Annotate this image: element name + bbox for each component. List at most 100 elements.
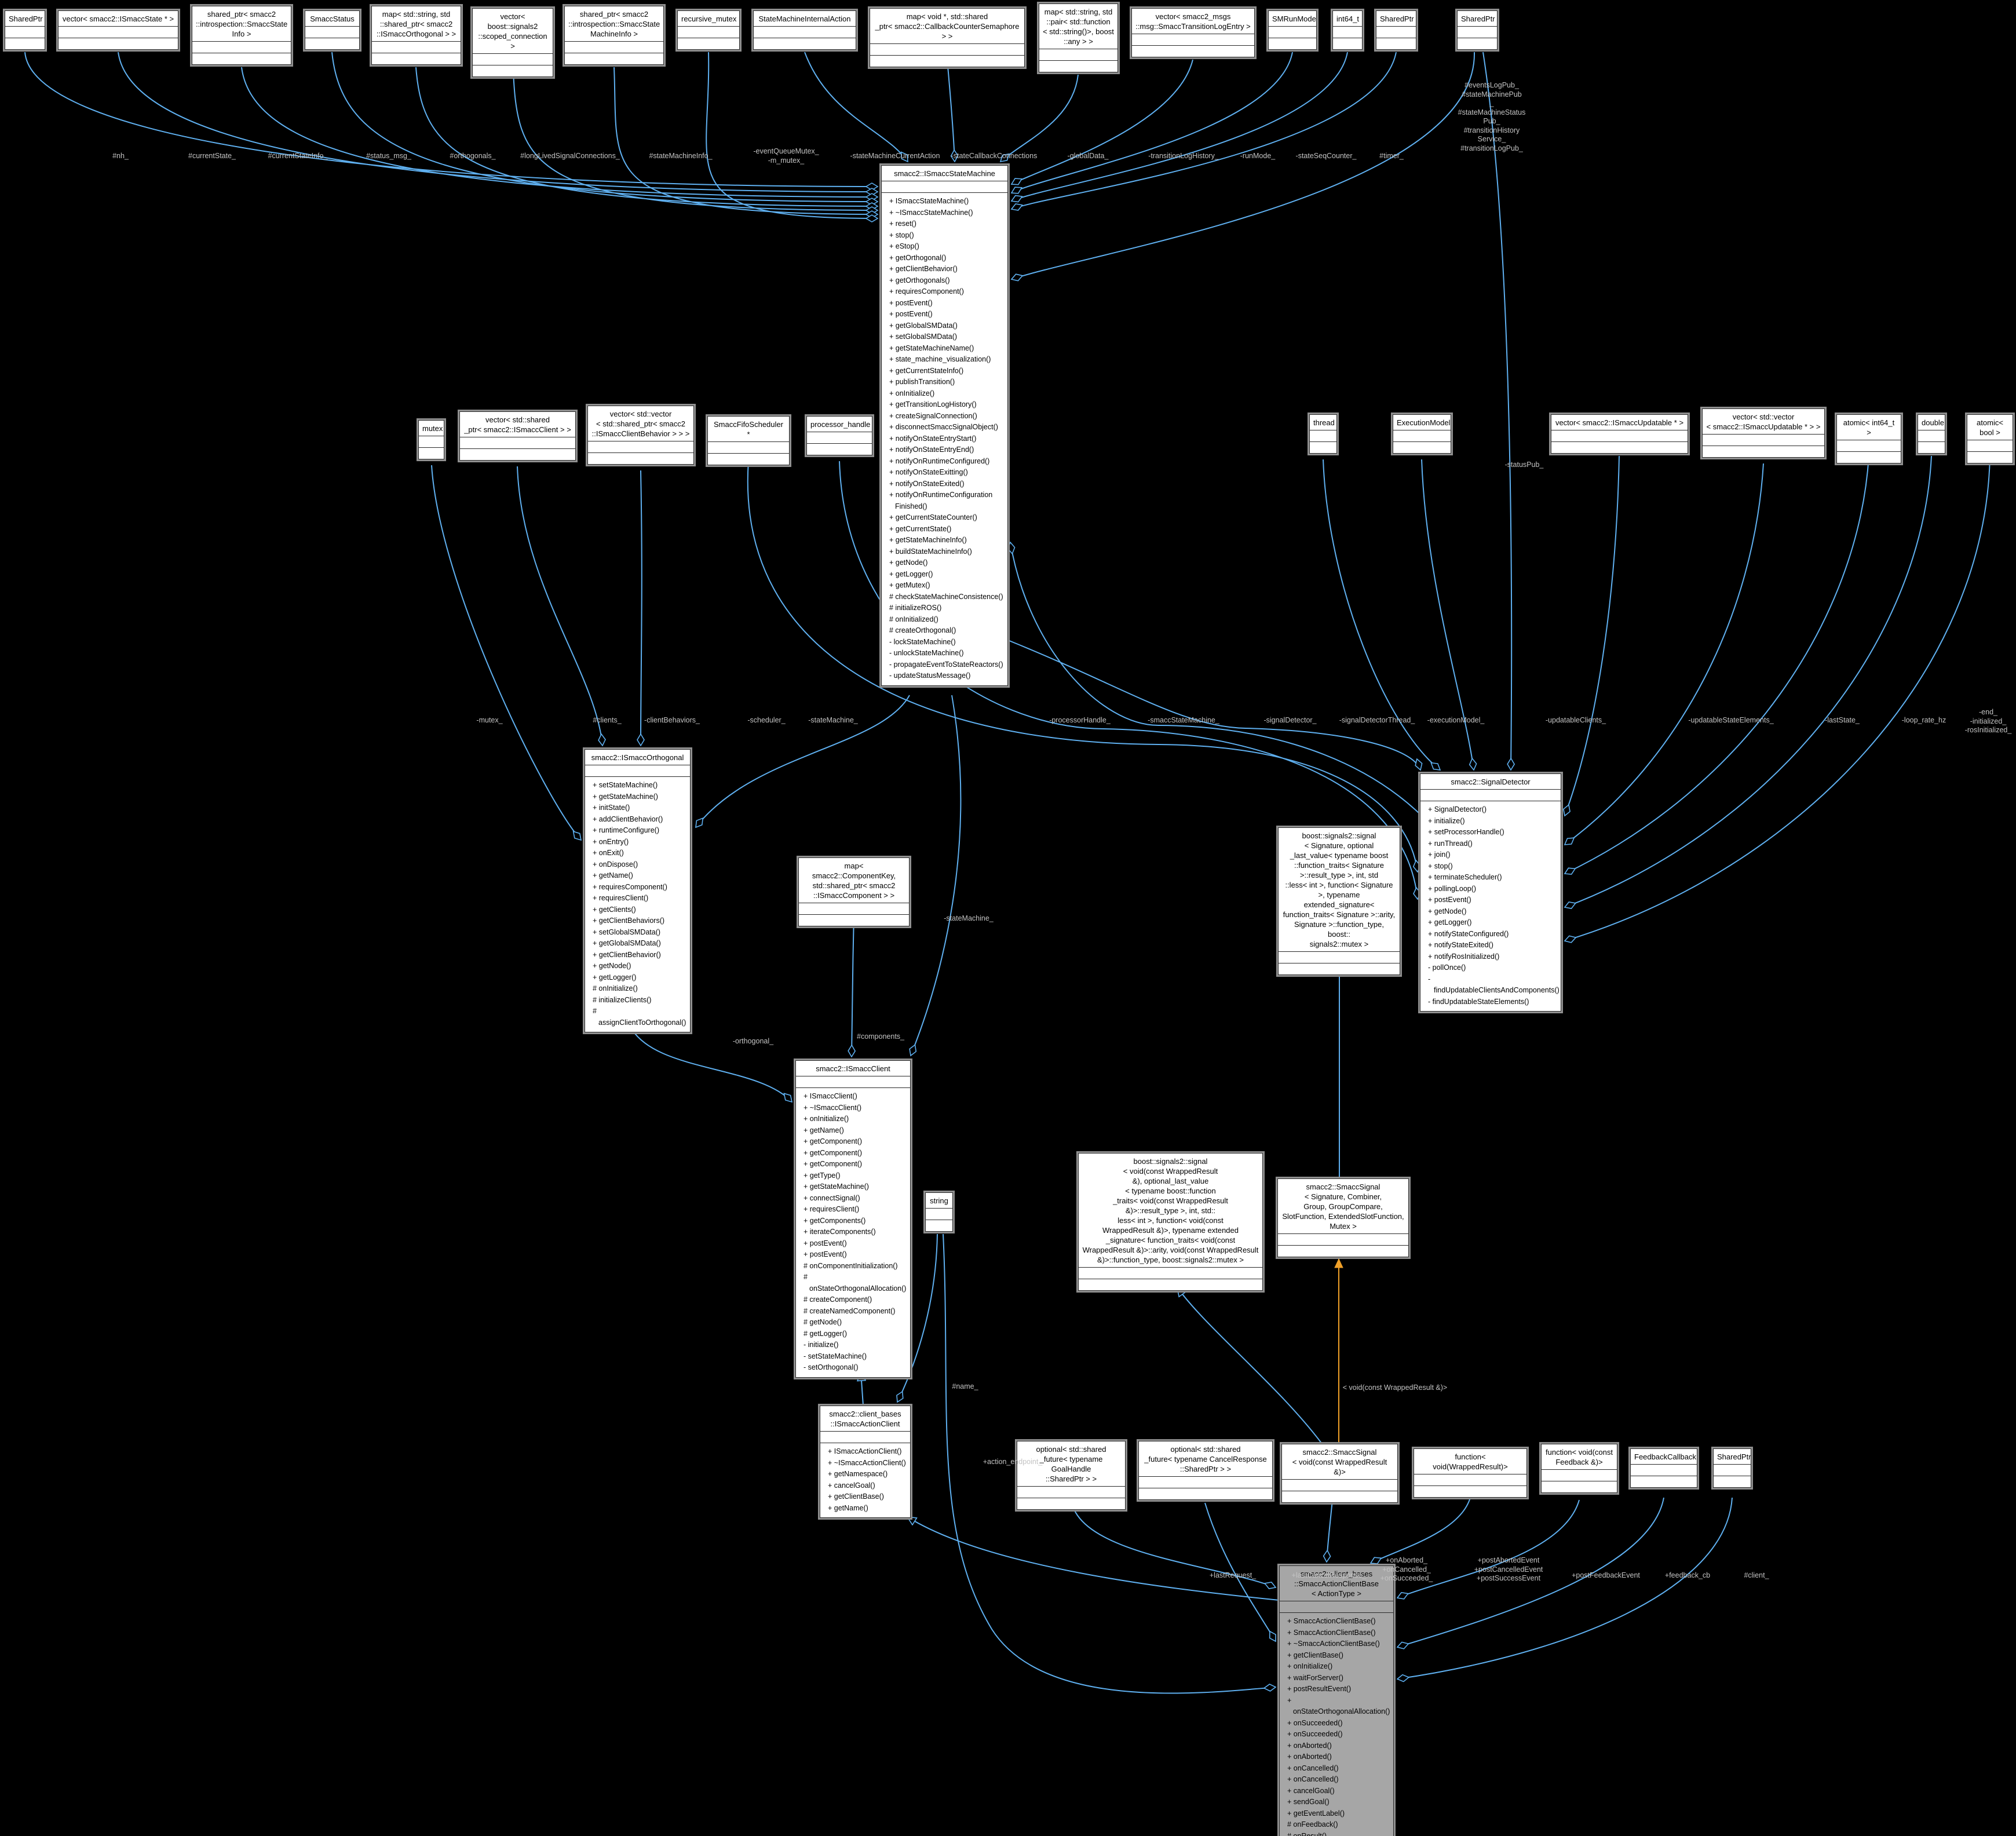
class-box-recursive-mutex[interactable]: recursive_mutex: [677, 10, 740, 50]
class-title-line: _future< typename CancelResponse: [1144, 1455, 1267, 1463]
class-member: + getNamespace(): [828, 1470, 888, 1478]
class-box-signal-generic[interactable]: boost::signals2::signal< Signature, opti…: [1278, 827, 1400, 975]
edge-label: -globalData_: [1067, 152, 1109, 160]
attributes-compartment: [678, 27, 739, 38]
edge-label: +lastCancelResponse_: [1291, 1571, 1367, 1579]
class-member: # checkStateMachineConsistence(): [889, 592, 1003, 601]
class-box-optional-goal[interactable]: optional< std::shared_future< typename G…: [1017, 1441, 1126, 1510]
class-title-line: SMRunMode: [1272, 14, 1316, 23]
class-title: vector< smacc2_msgs::msg::SmaccTransitio…: [1132, 9, 1254, 34]
class-box-ismacc-action-client[interactable]: smacc2::client_bases::ISmaccActionClient…: [820, 1406, 911, 1518]
class-title: SMRunMode: [1269, 11, 1316, 26]
class-box-processor-handle[interactable]: processor_handle: [806, 416, 872, 455]
class-box-vector-clientbehavior[interactable]: vector< std::vector< std::shared_ptr< sm…: [587, 406, 694, 465]
methods-compartment: [754, 38, 856, 49]
class-box-sharedptr-timer[interactable]: SharedPtr: [1376, 10, 1416, 50]
class-box-map-string-pair[interactable]: map< std::string, std::pair< std::functi…: [1039, 3, 1118, 72]
class-box-map-components[interactable]: map< smacc2::ComponentKey,std::shared_pt…: [798, 857, 910, 926]
compartment-divider: [460, 448, 575, 449]
class-box-string[interactable]: string: [925, 1192, 953, 1232]
class-box-ismacc-client[interactable]: smacc2::ISmaccClient+ ISmaccClient()+ ~I…: [795, 1060, 911, 1378]
class-box-atomic-bool[interactable]: atomic< bool >: [1967, 414, 2013, 463]
methods-compartment: [1393, 442, 1451, 453]
methods-compartment: [1017, 1498, 1125, 1509]
class-title-line: WrappedResult &)>, typename extended: [1102, 1226, 1239, 1235]
relation-edge: [1007, 640, 1420, 770]
class-box-map-callback-semaphore[interactable]: map< void *, std::shared_ptr< smacc2::Ca…: [870, 8, 1025, 67]
class-title: smacc2::SignalDetector: [1420, 774, 1561, 789]
class-member: - lockStateMachine(): [889, 637, 956, 646]
relation-edge: [512, 59, 878, 210]
class-box-vector-ismaccclient[interactable]: vector< std::shared_ptr< smacc2::ISmaccC…: [459, 411, 576, 461]
class-title-line: ExecutionModel: [1397, 418, 1451, 427]
compartment-divider: [1282, 1479, 1397, 1480]
edge-label: -runMode_: [1240, 152, 1276, 160]
class-box-execution-model[interactable]: ExecutionModel: [1393, 414, 1451, 454]
class-box-vector-updatable[interactable]: vector< smacc2::ISmaccUpdatable * >: [1551, 414, 1688, 454]
class-box-smacc-signal-generic[interactable]: smacc2::SmaccSignal< Signature, Combiner…: [1277, 1178, 1409, 1257]
class-title-line: ::introspection::SmaccState: [568, 20, 660, 28]
class-box-vector-scoped-connection[interactable]: vector< boost::signals2::scoped_connecti…: [472, 8, 553, 77]
class-box-statemachine-internal-action[interactable]: StateMachineInternalAction: [753, 10, 856, 50]
edge-label: #components_: [856, 1032, 905, 1041]
class-box-double[interactable]: double: [1918, 414, 1945, 454]
edge-label: #longLivedSignalConnections_: [520, 152, 620, 160]
class-box-map-orthogonals[interactable]: map< std::string, std::shared_ptr< smacc…: [371, 6, 461, 65]
relation-edge: [897, 1233, 938, 1402]
edge-label: -end_ -initialized_ -rosInitialized_: [1964, 708, 2012, 734]
class-title: vector< std::vector< std::shared_ptr< sm…: [588, 406, 693, 441]
class-box-sharedptr-statemachineinfo[interactable]: shared_ptr< smacc2::introspection::Smacc…: [564, 6, 664, 65]
attributes-compartment: [1918, 430, 1945, 441]
class-title-line: vector< std::vector: [1732, 413, 1795, 421]
relation-edge: [1565, 463, 1764, 845]
edge-label: +onAborted_ +onCancelled_ +onSucceeded_: [1380, 1556, 1433, 1582]
class-member: + setGlobalSMData(): [889, 333, 958, 341]
class-title: SmaccFifoScheduler *: [708, 417, 789, 441]
edge-label: +action_endpoint_: [983, 1458, 1043, 1466]
class-member: + getType(): [804, 1171, 841, 1180]
class-member: + notifyRosInitialized(): [1428, 952, 1500, 961]
class-box-sharedptr-client[interactable]: SharedPtr: [1713, 1448, 1751, 1488]
class-box-sharedptr-1[interactable]: SharedPtr: [5, 10, 45, 50]
class-box-sharedptr-stateinfo[interactable]: shared_ptr< smacc2::introspection::Smacc…: [192, 6, 291, 65]
class-box-vector-ismaccstate[interactable]: vector< smacc2::ISmaccState * >: [58, 10, 178, 50]
class-box-smrunmode[interactable]: SMRunMode: [1268, 10, 1317, 50]
class-box-signal-wrapped[interactable]: boost::signals2::signal< void(const Wrap…: [1078, 1153, 1263, 1291]
class-member: + notifyOnStateEntryEnd(): [889, 446, 974, 454]
class-box-mutex[interactable]: mutex: [418, 420, 444, 459]
class-box-smacc-action-client-base[interactable]: smacc2::client_bases::SmaccActionClientB…: [1279, 1565, 1394, 1836]
compartment-divider: [796, 1087, 910, 1088]
edge-label: -statusPub_: [1504, 461, 1544, 469]
class-box-thread[interactable]: thread: [1309, 414, 1337, 454]
class-box-ismacc-orthogonal[interactable]: smacc2::ISmaccOrthogonal+ setStateMachin…: [585, 749, 691, 1032]
class-box-vector-transition-log[interactable]: vector< smacc2_msgs::msg::SmaccTransitio…: [1131, 8, 1255, 57]
compartment-divider: [585, 776, 690, 777]
class-box-ismacc-state-machine[interactable]: smacc2::ISmaccStateMachine+ ISmaccStateM…: [881, 165, 1008, 686]
compartment-divider: [926, 1208, 952, 1209]
methods-compartment: [1279, 963, 1400, 974]
class-title: atomic< int64_t >: [1837, 415, 1901, 440]
compartment-divider: [1269, 26, 1316, 27]
class-box-sharedptr-pub[interactable]: SharedPtr: [1457, 10, 1498, 50]
class-box-vector-vector-updatable[interactable]: vector< std::vector< smacc2::ISmaccUpdat…: [1702, 408, 1825, 458]
edge-label: +postAbortedEvent +postCancelledEvent +p…: [1474, 1556, 1543, 1582]
class-box-feedback-callback[interactable]: FeedbackCallback: [1630, 1448, 1697, 1488]
class-box-smaccstatus[interactable]: SmaccStatus: [305, 10, 360, 50]
class-title: optional< std::shared_future< typename C…: [1139, 1441, 1272, 1476]
class-title-line: FeedbackCallback: [1634, 1452, 1696, 1461]
class-title-line: _last_value< typename boost: [1290, 851, 1389, 860]
class-box-function-wrapped[interactable]: function< void(WrappedResult)>: [1414, 1448, 1527, 1498]
compartment-divider: [305, 26, 359, 27]
class-member: + ~ISmaccStateMachine(): [889, 208, 973, 217]
relation-edge: [1011, 52, 1348, 201]
class-title: atomic< bool >: [1967, 415, 2013, 440]
class-box-optional-cancel[interactable]: optional< std::shared_future< typename C…: [1138, 1441, 1273, 1500]
class-box-smacc-fifo-scheduler[interactable]: SmaccFifoScheduler *: [707, 416, 790, 465]
class-box-smacc-signal-wrapped[interactable]: smacc2::SmaccSignal< void(const WrappedR…: [1281, 1444, 1398, 1503]
class-title-line: ::SharedPtr > >: [1045, 1474, 1097, 1483]
class-box-atomic-int64[interactable]: atomic< int64_t >: [1836, 414, 1901, 463]
class-box-int64[interactable]: int64_t: [1332, 10, 1363, 50]
relation-edge: [431, 465, 581, 840]
class-box-signal-detector[interactable]: smacc2::SignalDetector+ SignalDetector()…: [1420, 773, 1561, 1012]
